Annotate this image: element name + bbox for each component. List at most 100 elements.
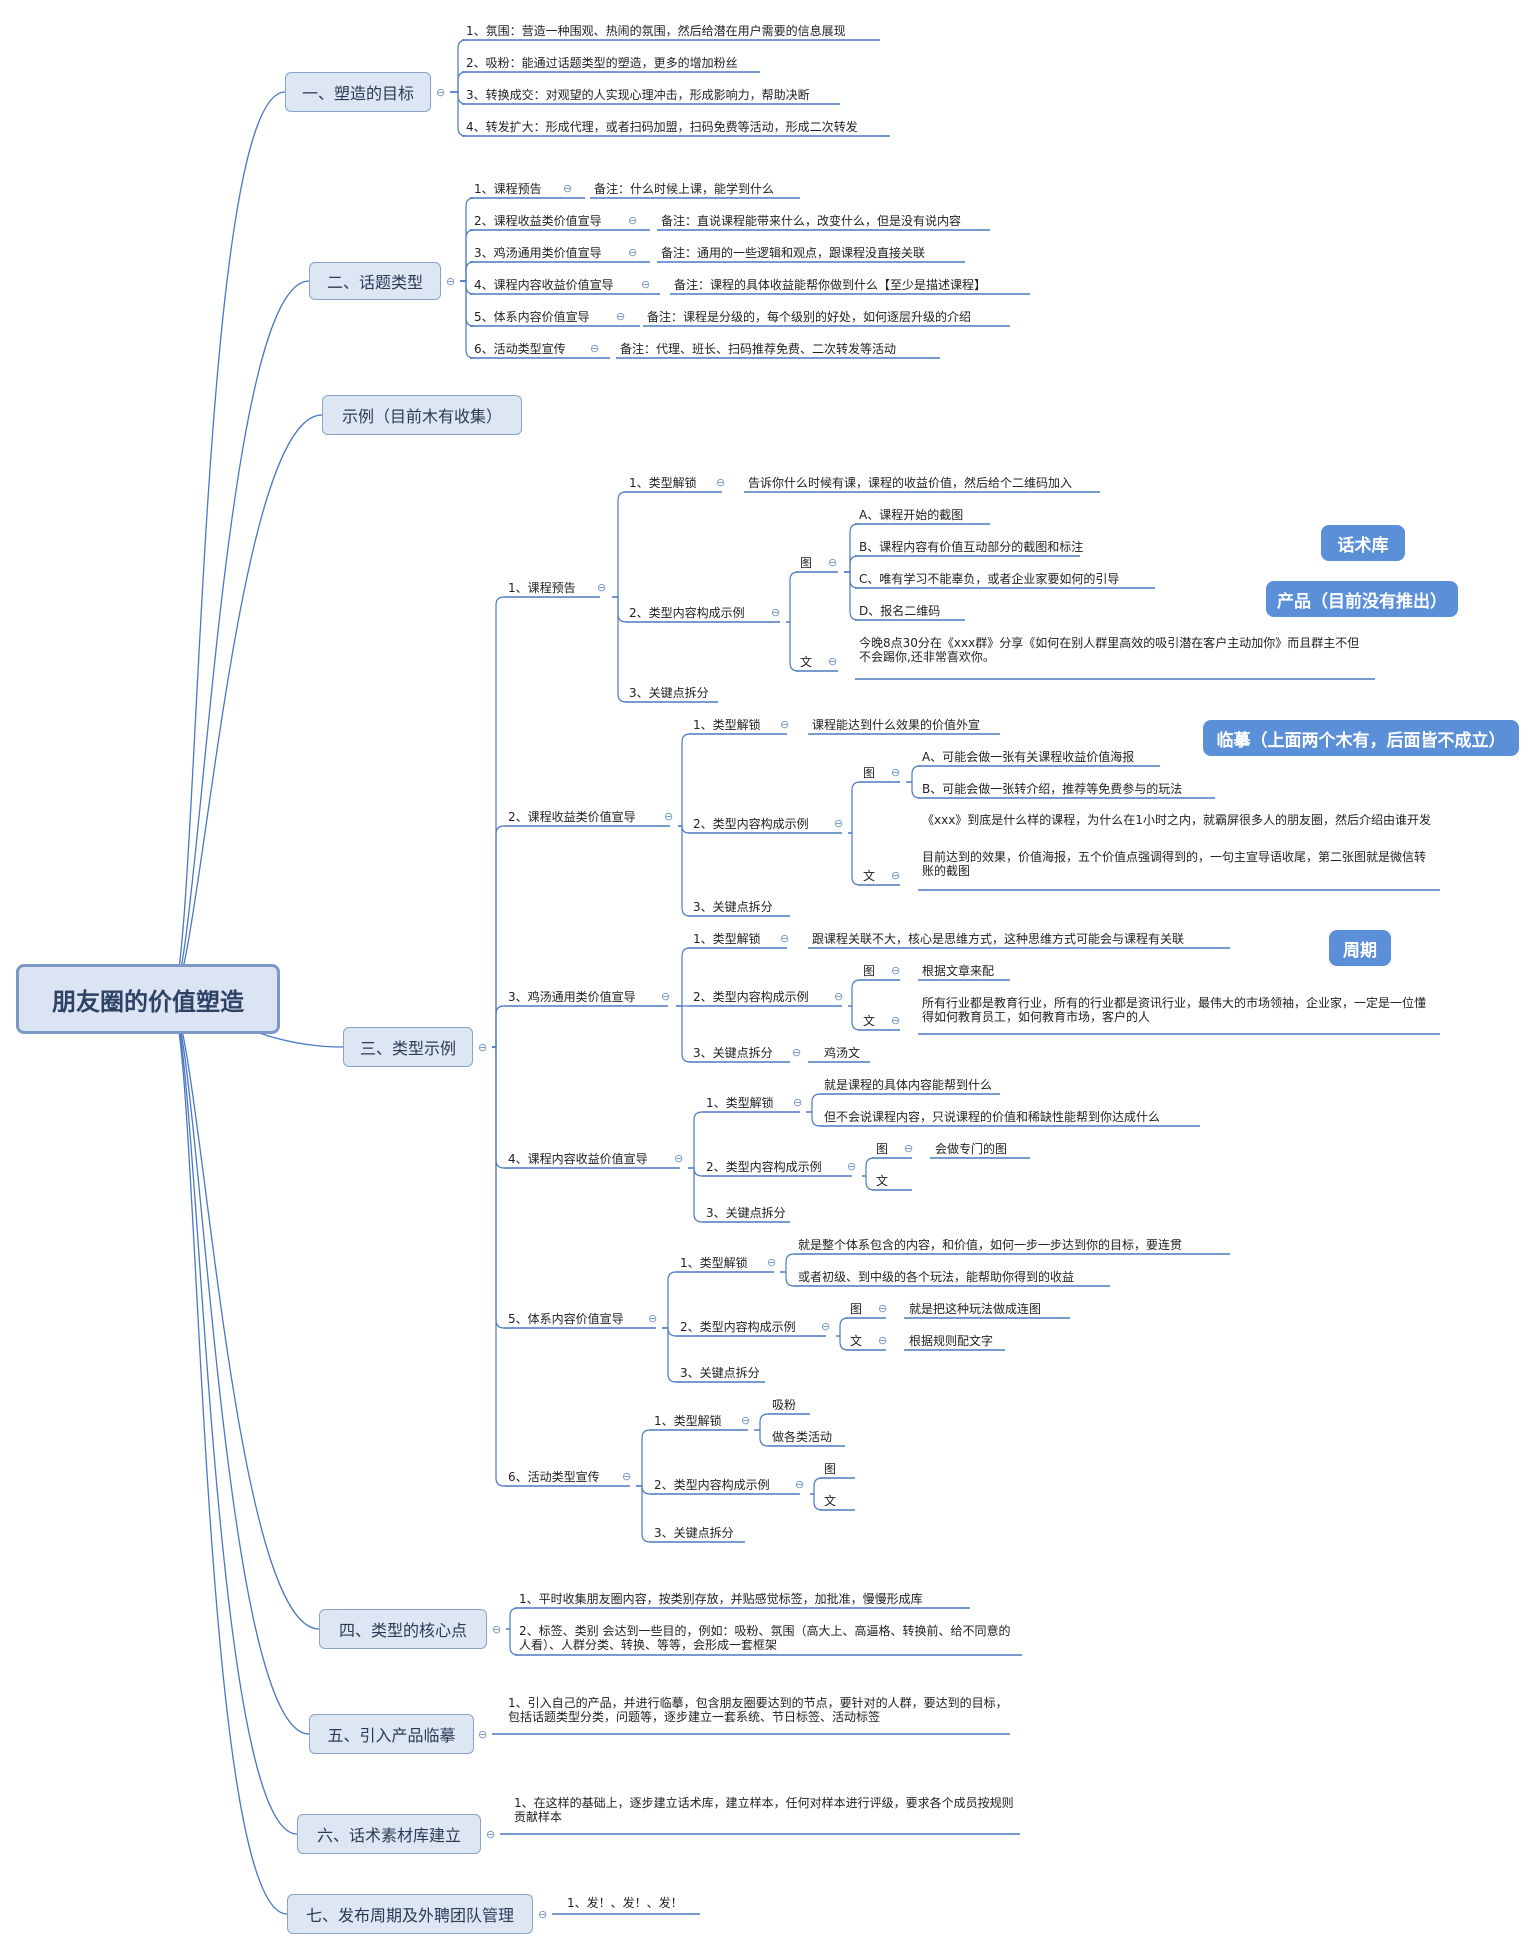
topic-note-6[interactable]: 备注：代理、班长、扫码推荐免费、二次转发等活动 (620, 342, 897, 356)
collapse-minus-icon[interactable]: ⊖ (828, 655, 838, 668)
image-label[interactable]: 图 (850, 1302, 863, 1316)
type-unlock[interactable]: 1、类型解锁 (706, 1096, 774, 1110)
collapse-minus-icon[interactable]: ⊖ (628, 246, 638, 259)
collapse-minus-icon[interactable]: ⊖ (478, 1041, 488, 1054)
image-value[interactable]: 根据文章来配 (922, 964, 995, 978)
text-value-1[interactable]: 《xxx》到底是什么样的课程，为什么在1小时之内，就霸屏很多人的朋友圈，然后介绍… (922, 813, 1431, 827)
key-point-split[interactable]: 3、关键点拆分 (693, 900, 773, 914)
collapse-minus-icon[interactable]: ⊖ (597, 581, 607, 594)
collapse-minus-icon[interactable]: ⊖ (492, 1623, 502, 1636)
topic-type-6[interactable]: 6、活动类型宣传 (474, 342, 566, 356)
content-composition[interactable]: 2、类型内容构成示例 (693, 990, 809, 1004)
collapse-minus-icon[interactable]: ⊖ (436, 86, 446, 99)
example-system-content[interactable]: 5、体系内容价值宣导 (508, 1312, 624, 1326)
image-label[interactable]: 图 (863, 964, 876, 978)
branch-core-points[interactable]: 四、类型的核心点 (319, 1609, 487, 1649)
collapse-minus-icon[interactable]: ⊖ (767, 1256, 777, 1269)
key-point-value[interactable]: 鸡汤文 (824, 1046, 861, 1060)
key-point-split[interactable]: 3、关键点拆分 (693, 1046, 773, 1060)
text-value-2[interactable]: 目前达到的效果，价值海报，五个价值点强调得到的，一句主宣导语收尾，第二张图就是微… (922, 850, 1427, 878)
topic-type-2[interactable]: 2、课程收益类价值宣导 (474, 214, 602, 228)
collapse-minus-icon[interactable]: ⊖ (538, 1908, 548, 1921)
topic-type-1[interactable]: 1、课程预告 (474, 182, 542, 196)
goal-item-2[interactable]: 2、吸粉：能通过话题类型的塑造，更多的增加粉丝 (466, 56, 738, 70)
branch-type-examples[interactable]: 三、类型示例 (343, 1027, 473, 1067)
content-composition[interactable]: 2、类型内容构成示例 (654, 1478, 770, 1492)
core-point-1[interactable]: 1、平时收集朋友圈内容，按类别存放，并贴感觉标签，加批准，慢慢形成库 (519, 1592, 923, 1606)
type-unlock-value[interactable]: 课程能达到什么效果的价值外宣 (812, 718, 981, 732)
image-item-a[interactable]: A、可能会做一张有关课程收益价值海报 (922, 750, 1135, 764)
image-item-d[interactable]: D、报名二维码 (859, 604, 941, 618)
collapse-minus-icon[interactable]: ⊖ (793, 1096, 803, 1109)
collapse-minus-icon[interactable]: ⊖ (834, 990, 844, 1003)
goal-item-4[interactable]: 4、转发扩大：形成代理，或者扫码加盟，扫码免费等活动，形成二次转发 (466, 120, 858, 134)
collapse-minus-icon[interactable]: ⊖ (904, 1142, 914, 1155)
collapse-minus-icon[interactable]: ⊖ (878, 1302, 888, 1315)
image-item-b[interactable]: B、课程内容有价值互动部分的截图和标注 (859, 540, 1084, 554)
topic-note-1[interactable]: 备注：什么时候上课，能学到什么 (594, 182, 775, 196)
type-unlock-value-1[interactable]: 就是整个体系包含的内容，和价值，如何一步一步达到你的目标，要连贯 (798, 1238, 1183, 1252)
collapse-minus-icon[interactable]: ⊖ (771, 606, 781, 619)
collapse-minus-icon[interactable]: ⊖ (795, 1478, 805, 1491)
branch-script-library[interactable]: 六、话术素材库建立 (297, 1814, 481, 1854)
tag-product[interactable]: 产品（目前没有推出） (1266, 581, 1458, 617)
text-label[interactable]: 文 (876, 1174, 889, 1188)
collapse-minus-icon[interactable]: ⊖ (828, 556, 838, 569)
collapse-minus-icon[interactable]: ⊖ (821, 1320, 831, 1333)
example-activity[interactable]: 6、活动类型宣传 (508, 1470, 600, 1484)
imitation-item-1[interactable]: 1、引入自己的产品，并进行临摹，包含朋友圈要达到的节点，要针对的人群，要达到的目… (508, 1696, 1008, 1724)
image-label[interactable]: 图 (876, 1142, 889, 1156)
branch-examples-empty[interactable]: 示例（目前木有收集） (322, 395, 522, 435)
collapse-minus-icon[interactable]: ⊖ (741, 1414, 751, 1427)
goal-item-1[interactable]: 1、氛围：营造一种围观、热闹的氛围，然后给潜在用户需要的信息展现 (466, 24, 846, 38)
text-value[interactable]: 所有行业都是教育行业，所有的行业都是资讯行业，最伟大的市场领袖，企业家，一定是一… (922, 996, 1427, 1024)
collapse-minus-icon[interactable]: ⊖ (891, 964, 901, 977)
content-composition[interactable]: 2、类型内容构成示例 (693, 817, 809, 831)
collapse-minus-icon[interactable]: ⊖ (664, 810, 674, 823)
collapse-minus-icon[interactable]: ⊖ (648, 1312, 658, 1325)
example-course-content[interactable]: 4、课程内容收益价值宣导 (508, 1152, 648, 1166)
type-unlock-value-2[interactable]: 但不会说课程内容，只说课程的价值和稀缺性能帮到你达成什么 (824, 1110, 1161, 1124)
collapse-minus-icon[interactable]: ⊖ (780, 932, 790, 945)
collapse-minus-icon[interactable]: ⊖ (878, 1334, 888, 1347)
type-unlock[interactable]: 1、类型解锁 (654, 1414, 722, 1428)
content-composition[interactable]: 2、类型内容构成示例 (629, 606, 745, 620)
type-unlock-value-2[interactable]: 或者初级、到中级的各个玩法，能帮助你得到的收益 (798, 1270, 1075, 1284)
topic-note-4[interactable]: 备注：课程的具体收益能帮你做到什么【至少是描述课程】 (674, 278, 987, 292)
collapse-minus-icon[interactable]: ⊖ (661, 990, 671, 1003)
collapse-minus-icon[interactable]: ⊖ (628, 214, 638, 227)
tag-script-library[interactable]: 话术库 (1321, 525, 1405, 561)
type-unlock-value-1[interactable]: 吸粉 (772, 1398, 797, 1412)
topic-type-5[interactable]: 5、体系内容价值宣导 (474, 310, 590, 324)
key-point-split[interactable]: 3、关键点拆分 (629, 686, 709, 700)
tag-imitation[interactable]: 临摹（上面两个木有，后面皆不成立） (1203, 720, 1519, 756)
image-label[interactable]: 图 (800, 556, 813, 570)
type-unlock-value-1[interactable]: 就是课程的具体内容能帮到什么 (824, 1078, 993, 1092)
image-label[interactable]: 图 (824, 1462, 837, 1476)
example-course-preview[interactable]: 1、课程预告 (508, 581, 576, 595)
image-value[interactable]: 会做专门的图 (935, 1142, 1008, 1156)
content-composition[interactable]: 2、类型内容构成示例 (680, 1320, 796, 1334)
text-label[interactable]: 文 (863, 869, 876, 883)
key-point-split[interactable]: 3、关键点拆分 (706, 1206, 786, 1220)
example-chicken-soup[interactable]: 3、鸡汤通用类价值宣导 (508, 990, 636, 1004)
collapse-minus-icon[interactable]: ⊖ (641, 278, 651, 291)
text-label[interactable]: 文 (824, 1494, 837, 1508)
type-unlock-value[interactable]: 告诉你什么时候有课，课程的收益价值，然后给个二维码加入 (748, 476, 1073, 490)
content-composition[interactable]: 2、类型内容构成示例 (706, 1160, 822, 1174)
library-item-1[interactable]: 1、在这样的基础上，逐步建立话术库，建立样本，任何对样本进行评级，要求各个成员按… (514, 1796, 1014, 1824)
collapse-minus-icon[interactable]: ⊖ (716, 476, 726, 489)
collapse-minus-icon[interactable]: ⊖ (590, 342, 600, 355)
text-label[interactable]: 文 (863, 1014, 876, 1028)
collapse-minus-icon[interactable]: ⊖ (478, 1728, 488, 1741)
image-label[interactable]: 图 (863, 766, 876, 780)
collapse-minus-icon[interactable]: ⊖ (834, 817, 844, 830)
collapse-minus-icon[interactable]: ⊖ (622, 1470, 632, 1483)
key-point-split[interactable]: 3、关键点拆分 (654, 1526, 734, 1540)
image-item-a[interactable]: A、课程开始的截图 (859, 508, 964, 522)
branch-product-imitation[interactable]: 五、引入产品临摹 (309, 1714, 474, 1754)
collapse-minus-icon[interactable]: ⊖ (792, 1046, 802, 1059)
collapse-minus-icon[interactable]: ⊖ (563, 182, 573, 195)
text-value[interactable]: 根据规则配文字 (909, 1334, 994, 1348)
branch-goal[interactable]: 一、塑造的目标 (285, 72, 431, 112)
